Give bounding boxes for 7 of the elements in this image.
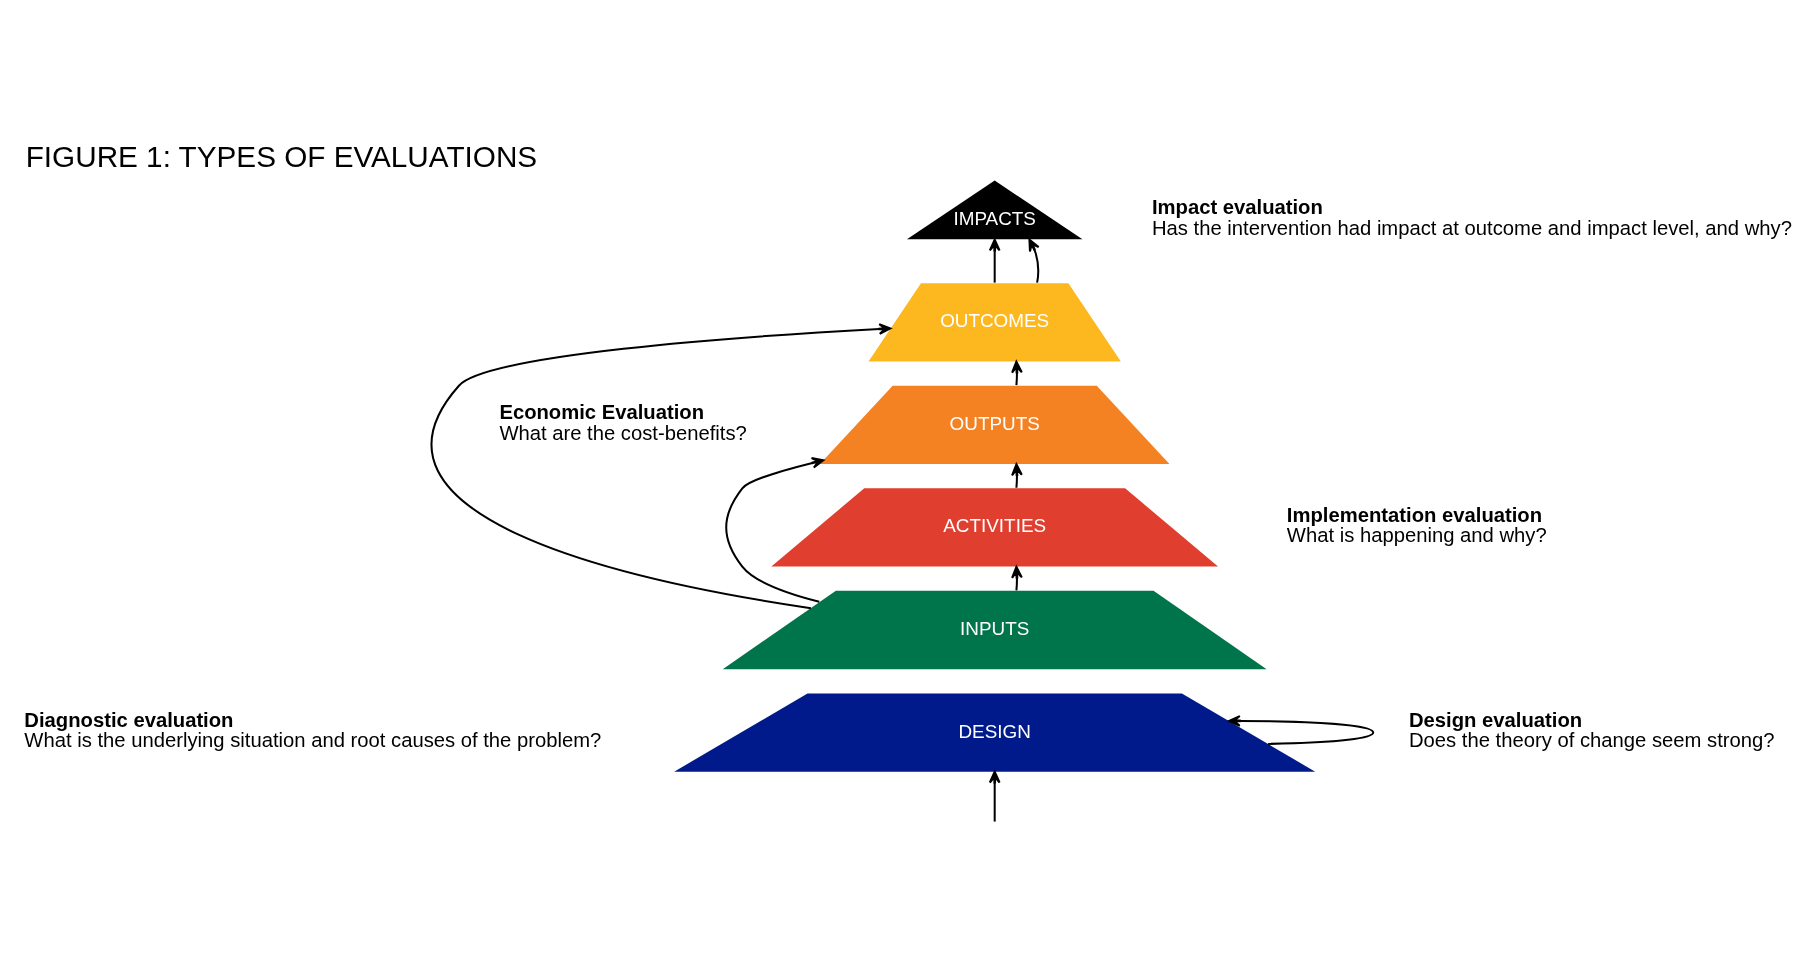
diagram-title: FIGURE 1: TYPES OF EVALUATIONS: [25, 139, 538, 173]
label: Impact evaluation: [1151, 195, 1323, 218]
label: What are the cost-benefits?: [499, 421, 747, 444]
label: Design evaluation: [1409, 708, 1583, 731]
label: Diagnostic evaluation: [24, 708, 234, 731]
label: Economic Evaluation: [499, 400, 705, 423]
label: Implementation evaluation: [1286, 503, 1543, 526]
